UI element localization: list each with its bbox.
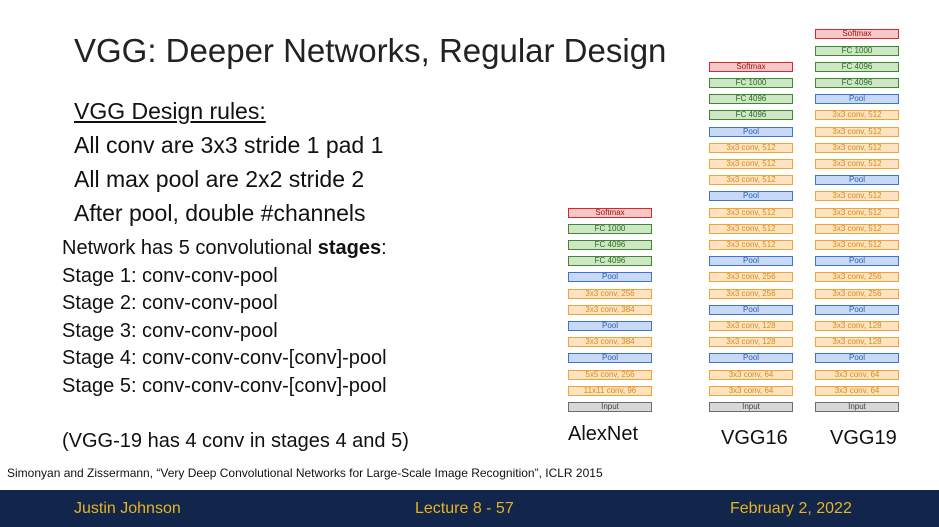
- layer-conv-block: 3x3 conv, 512: [815, 191, 899, 202]
- layer-conv-block: 3x3 conv, 512: [815, 207, 899, 218]
- layer-conv-block: 3x3 conv, 512: [709, 223, 793, 234]
- network-label: AlexNet: [568, 423, 639, 445]
- stage-item: Stage 5: conv-conv-conv-[conv]-pool: [62, 374, 387, 397]
- layer-softmax-block: Softmax: [568, 207, 652, 218]
- layer-fc-block: FC 1000: [568, 223, 652, 234]
- design-rule-item: All max pool are 2x2 stride 2: [74, 166, 365, 192]
- stage-item: Stage 2: conv-conv-pool: [62, 292, 278, 314]
- layer-conv-block: 3x3 conv, 128: [815, 337, 899, 348]
- layer-conv-block: 3x3 conv, 256: [709, 272, 793, 283]
- layer-fc-block: FC 1000: [709, 78, 793, 88]
- layer-conv-block: 3x3 conv, 256: [568, 288, 652, 299]
- layer-pool-block: Pool: [709, 126, 793, 137]
- layer-conv-block: 3x3 conv, 512: [709, 142, 793, 153]
- layer-conv-block: 3x3 conv, 64: [815, 385, 899, 396]
- layer-conv-block: 3x3 conv, 512: [815, 142, 899, 153]
- layer-pool-block: Pool: [709, 353, 793, 364]
- design-rules-heading: VGG Design rules:: [74, 98, 266, 124]
- network-label: VGG16: [721, 427, 788, 449]
- layer-conv-block: 3x3 conv, 384: [568, 304, 652, 315]
- layer-conv-block: 3x3 conv, 256: [815, 288, 899, 299]
- layer-conv-block: 3x3 conv, 512: [709, 175, 793, 186]
- layer-pool-block: Pool: [709, 256, 793, 267]
- layer-pool-block: Pool: [815, 175, 899, 186]
- layer-pool-block: Pool: [568, 321, 652, 331]
- layer-conv-block: 3x3 conv, 128: [815, 321, 899, 331]
- stage-item: Stage 1: conv-conv-pool: [62, 264, 278, 287]
- stage-item: Stage 3: conv-conv-pool: [62, 319, 278, 342]
- layer-conv-block: 3x3 conv, 64: [815, 369, 899, 380]
- citation: Simonyan and Zissermann, “Very Deep Conv…: [7, 466, 603, 480]
- stages-intro-suffix: :: [381, 237, 387, 259]
- layer-pool-block: Pool: [815, 353, 899, 364]
- layer-conv-block: 3x3 conv, 128: [709, 321, 793, 331]
- layer-pool-block: Pool: [568, 272, 652, 283]
- layer-conv-block: 3x3 conv, 128: [709, 337, 793, 348]
- layer-fc-block: FC 1000: [815, 45, 899, 56]
- layer-pool-block: Pool: [709, 304, 793, 315]
- footer-bar: Justin Johnson Lecture 8 - 57 February 2…: [0, 490, 939, 527]
- footer-lecture: Lecture 8 - 57: [415, 500, 514, 517]
- layer-conv-block: 3x3 conv, 512: [815, 159, 899, 169]
- network-label: VGG19: [830, 427, 897, 449]
- layer-conv-block: 3x3 conv, 512: [815, 223, 899, 234]
- design-rule-item: All conv are 3x3 stride 1 pad 1: [74, 132, 384, 158]
- layer-conv-block: 3x3 conv, 384: [568, 337, 652, 348]
- footer-author: Justin Johnson: [74, 500, 181, 517]
- layer-conv-block: 3x3 conv, 256: [815, 272, 899, 283]
- layer-pool-block: Pool: [815, 304, 899, 315]
- layer-conv-block: 3x3 conv, 512: [709, 240, 793, 250]
- layer-conv-block: 3x3 conv, 512: [815, 126, 899, 137]
- layer-input-block: Input: [568, 402, 652, 412]
- layer-fc-block: FC 4096: [815, 61, 899, 72]
- slide-title: VGG: Deeper Networks, Regular Design: [74, 32, 667, 69]
- layer-fc-block: FC 4096: [568, 256, 652, 267]
- layer-conv-block: 3x3 conv, 64: [709, 369, 793, 380]
- layer-conv-block: 3x3 conv, 512: [709, 159, 793, 169]
- layer-input-block: Input: [709, 402, 793, 412]
- design-rule-item: After pool, double #channels: [74, 200, 366, 226]
- layer-fc-block: FC 4096: [815, 78, 899, 88]
- layer-softmax-block: Softmax: [815, 29, 899, 40]
- layer-conv-block: 3x3 conv, 256: [709, 288, 793, 299]
- stages-list: Network has 5 convolutional stages: Stag…: [62, 235, 387, 400]
- layer-fc-block: FC 4096: [709, 94, 793, 105]
- layer-conv-block: 3x3 conv, 64: [709, 385, 793, 396]
- stage-item: Stage 4: conv-conv-conv-[conv]-pool: [62, 347, 387, 369]
- stages-intro: Network has 5 convolutional stages:: [62, 235, 387, 263]
- layer-fc-block: FC 4096: [709, 110, 793, 121]
- layer-conv-block: 11x11 conv, 96: [568, 385, 652, 396]
- layer-conv-block: 3x3 conv, 512: [815, 110, 899, 121]
- layer-pool-block: Pool: [815, 94, 899, 105]
- layer-pool-block: Pool: [568, 353, 652, 364]
- layer-pool-block: Pool: [815, 256, 899, 267]
- stages-intro-bold: stages: [317, 237, 382, 259]
- design-rules: VGG Design rules: All conv are 3x3 strid…: [74, 94, 383, 230]
- stages-intro-prefix: Network has 5 convolutional: [62, 237, 318, 259]
- layer-conv-block: 5x5 conv, 256: [568, 369, 652, 380]
- layer-fc-block: FC 4096: [568, 240, 652, 250]
- layer-conv-block: 3x3 conv, 512: [709, 207, 793, 218]
- layer-softmax-block: Softmax: [709, 61, 793, 72]
- footer-date: February 2, 2022: [730, 500, 852, 517]
- layer-conv-block: 3x3 conv, 512: [815, 240, 899, 250]
- layer-pool-block: Pool: [709, 191, 793, 202]
- vgg19-note: (VGG-19 has 4 conv in stages 4 and 5): [62, 430, 409, 452]
- layer-input-block: Input: [815, 402, 899, 412]
